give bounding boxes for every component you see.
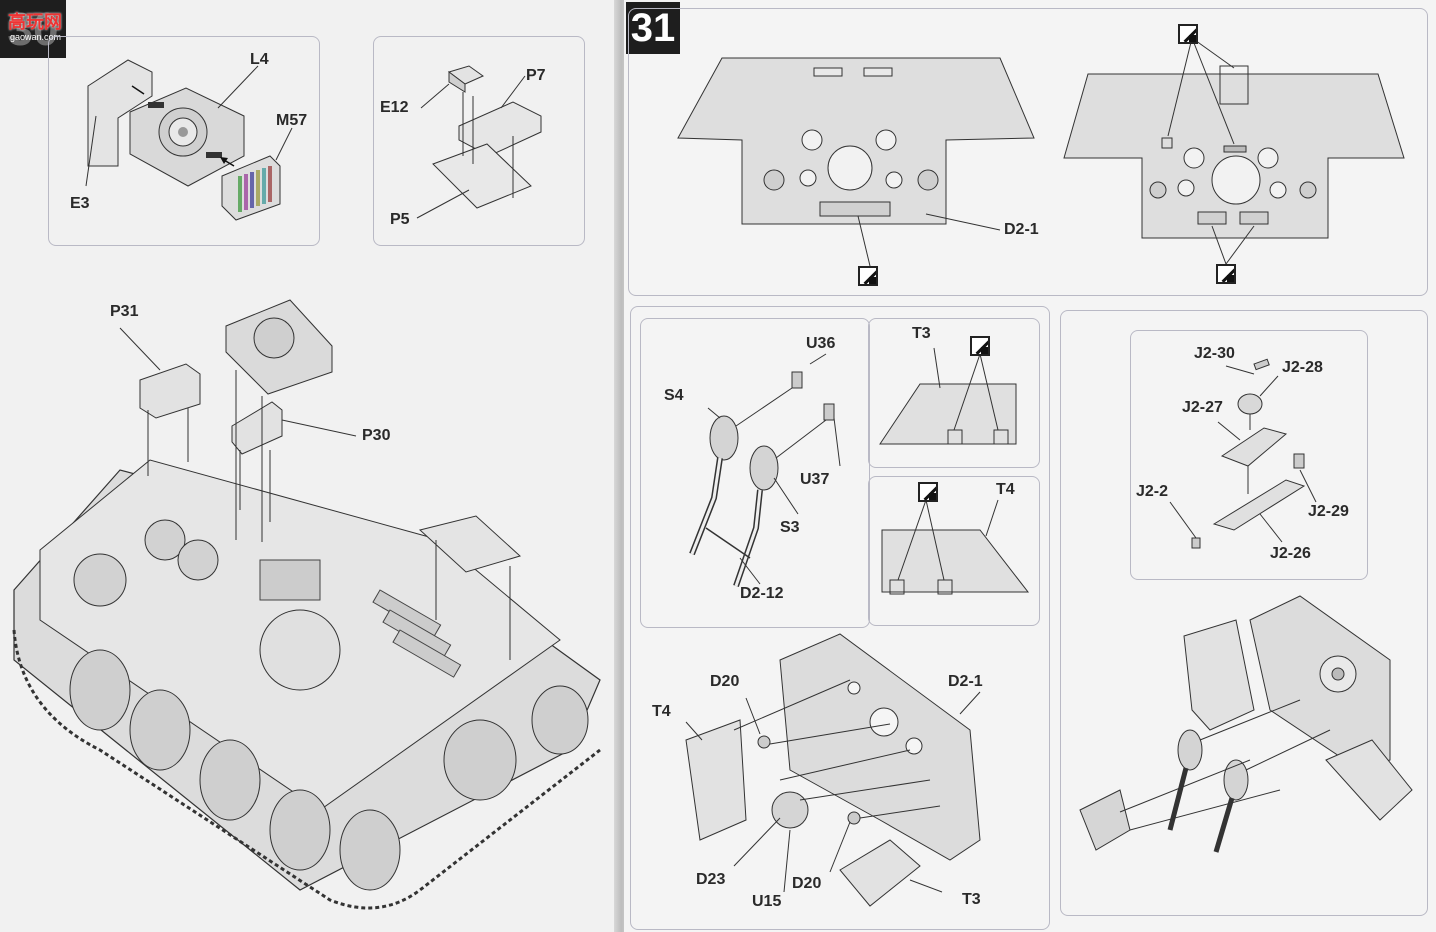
part-label: D2-12 (740, 585, 784, 602)
part-label: S4 (664, 387, 684, 404)
part-label: J2-27 (1182, 399, 1223, 416)
completed-front-assembly-drawing (1079, 595, 1413, 853)
step31-top-panel (628, 8, 1428, 296)
watermark-url: gaowan.com (10, 32, 62, 42)
engine-deck-parts-drawing (85, 59, 293, 221)
part-label: D20 (792, 875, 822, 892)
watermark-brand: 高玩网 (8, 12, 62, 32)
part-label: D2-1 (948, 673, 983, 690)
part-label: D2-1 (1004, 221, 1039, 238)
step30-subpanel-hatch (373, 36, 585, 246)
cement-glue-icon (970, 336, 990, 356)
bracket-parts-drawing (1169, 358, 1317, 549)
part-label: J2-28 (1282, 359, 1323, 376)
part-label: E12 (380, 99, 409, 116)
part-label: T3 (962, 891, 981, 908)
step31-bracket-subpanel (1130, 330, 1368, 580)
front-plate-drawing (677, 37, 1405, 267)
part-label: T4 (996, 481, 1015, 498)
step31-t3-subpanel (868, 318, 1040, 468)
part-label: M57 (276, 112, 308, 129)
part-label: P31 (110, 303, 139, 320)
part-label: D23 (696, 871, 726, 888)
cement-glue-icon (1216, 264, 1236, 284)
part-label: U15 (752, 893, 782, 910)
t4-part-drawing (881, 499, 1030, 595)
part-label: E3 (70, 195, 90, 212)
hull-plate-assembly-drawing (685, 633, 981, 907)
part-label: P7 (526, 67, 546, 84)
part-label: S3 (780, 519, 800, 536)
cement-glue-icon (918, 482, 938, 502)
part-label: J2-2 (1136, 483, 1169, 500)
part-label: U37 (800, 471, 830, 488)
part-label: T4 (652, 703, 671, 720)
cement-glue-icon (858, 266, 878, 286)
step31-suspension-subpanel (640, 318, 870, 628)
part-label: P30 (362, 427, 391, 444)
suspension-parts-drawing (689, 353, 841, 587)
step31-t4-subpanel (868, 476, 1040, 626)
cement-glue-icon (1178, 24, 1198, 44)
hatch-parts-drawing (416, 65, 542, 219)
part-label: J2-30 (1194, 345, 1235, 362)
right-page: 31 (624, 0, 1436, 932)
part-label: U36 (806, 335, 836, 352)
watermark-logo: 高玩网 gaowan.com (4, 4, 66, 56)
part-label: J2-29 (1308, 503, 1349, 520)
step30-subpanel-engine-deck (48, 36, 320, 246)
part-label: J2-26 (1270, 545, 1311, 562)
step31-right-group-panel (1060, 310, 1428, 916)
part-label: L4 (250, 51, 269, 68)
part-label: D20 (710, 673, 740, 690)
tank-hull-assembly-drawing (12, 299, 601, 910)
part-label: P5 (390, 211, 410, 228)
step31-left-group-panel (630, 306, 1050, 930)
left-page: 30 高玩网 gaowan.com (0, 0, 618, 932)
step-30-badge: 30 (0, 0, 66, 58)
part-label: T3 (912, 325, 931, 342)
t3-part-drawing (879, 347, 1017, 445)
